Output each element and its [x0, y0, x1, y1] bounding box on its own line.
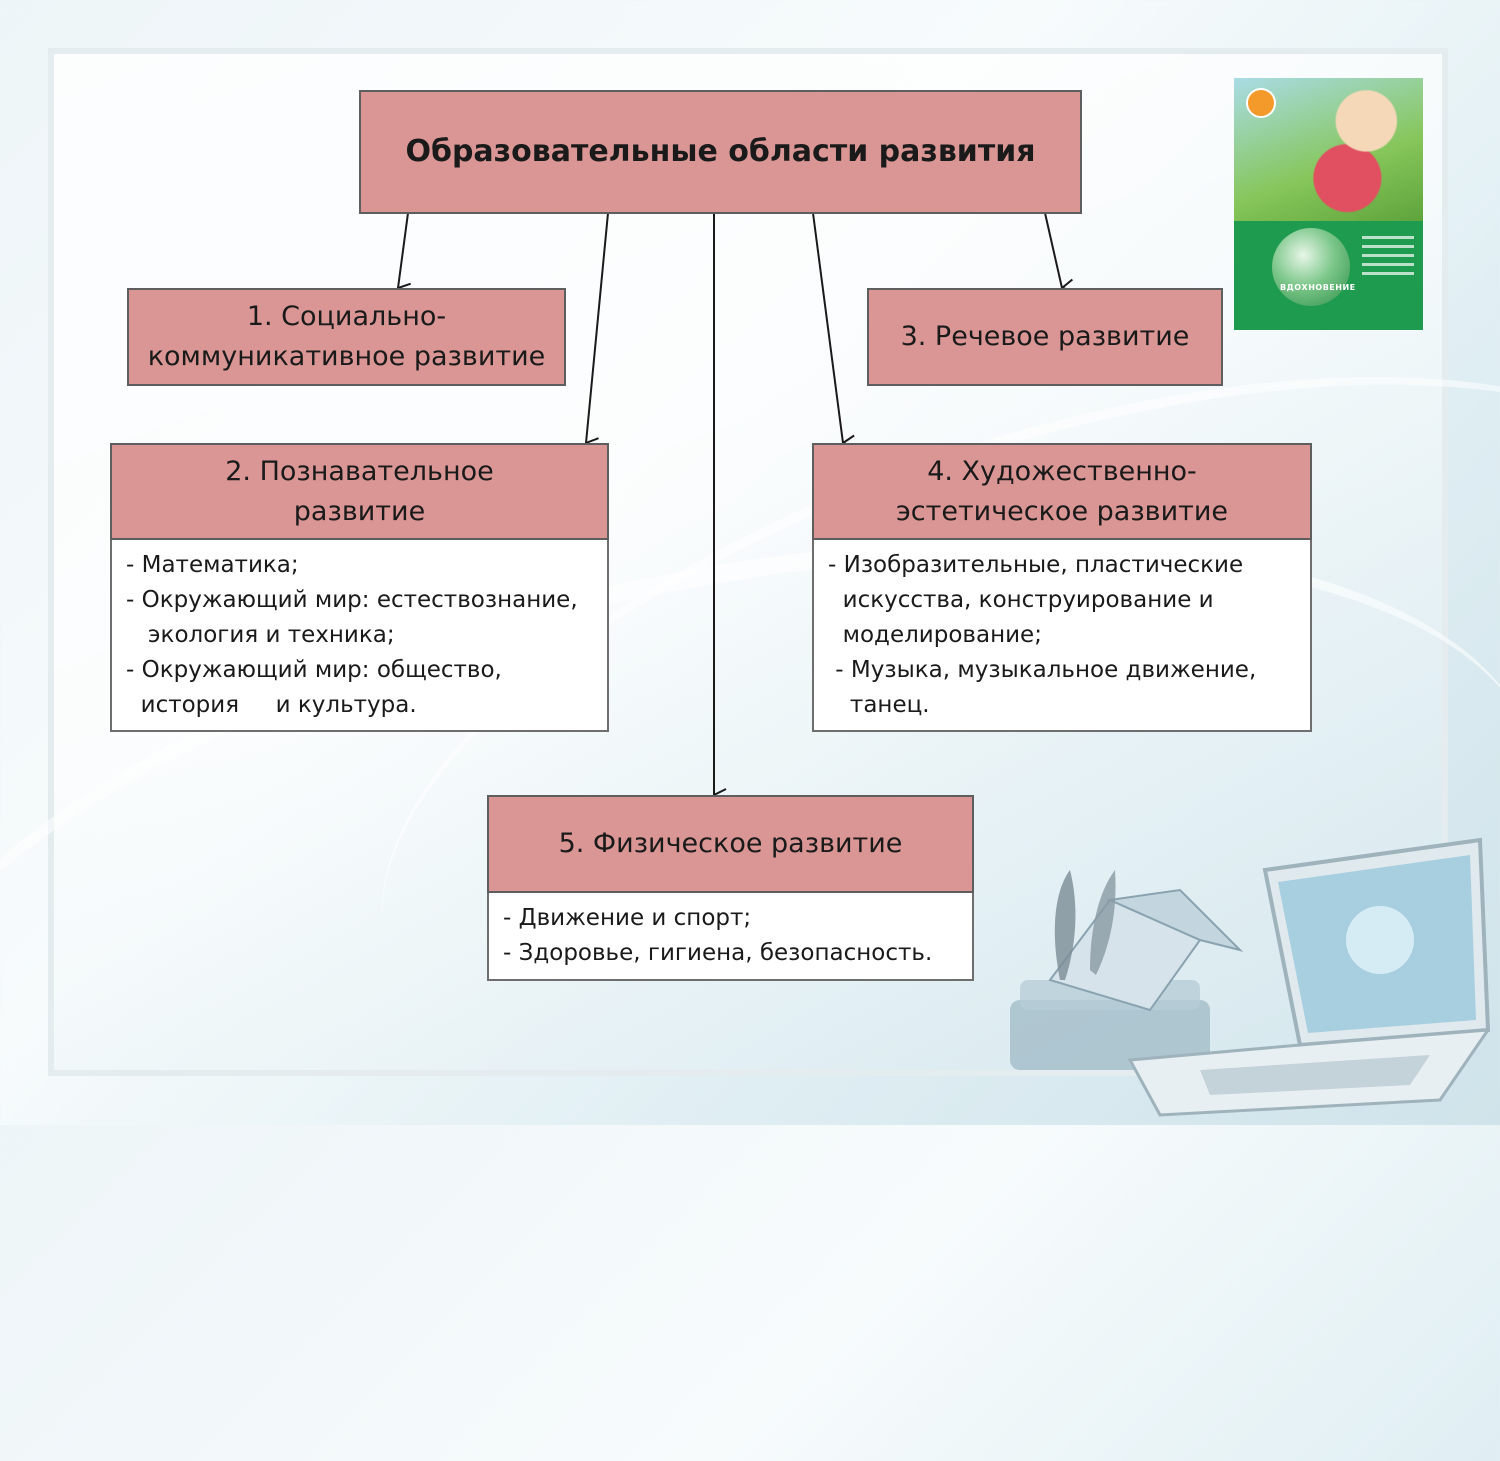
area-label: 4. Художественно- эстетическое развитие [895, 455, 1229, 527]
connector-arrows [0, 212, 1500, 1125]
book-stack-icon [1010, 888, 1244, 1070]
quill-pen-icon [1054, 870, 1116, 980]
area-label: 5. Физическое развитие [558, 828, 903, 859]
list-item: искусства, конструирование и [828, 587, 1214, 613]
laptop-icon [1127, 837, 1490, 1117]
cover-title: ВДОХНОВЕНИЕ [1280, 283, 1356, 292]
root-label: Образовательные области развития [405, 134, 1036, 169]
list-item: - Музыка, музыкальное движение, [828, 657, 1257, 683]
badge-icon [1246, 88, 1276, 118]
area-node-physical: 5. Физическое развитие [487, 795, 974, 893]
arrow-to-area-4 [812, 212, 843, 443]
area-label: 3. Речевое развитие [900, 321, 1190, 352]
arrow-to-area-2 [586, 212, 609, 443]
list-item: - Окружающий мир: общество, [126, 657, 502, 683]
cover-text-lines [1362, 236, 1414, 281]
arrow-to-area-3 [1044, 212, 1062, 288]
laptop-and-books-illustration [1010, 837, 1490, 1117]
list-item: - Окружающий мир: естествознание, [126, 587, 578, 613]
program-book-cover: ВДОХНОВЕНИЕ [1234, 78, 1423, 330]
root-node: Образовательные области развития [359, 90, 1082, 214]
area-label: 1. Социально- коммуникативное развитие [147, 301, 546, 372]
list-item: - Движение и спорт; [503, 905, 752, 931]
arrow-to-area-1 [398, 212, 408, 288]
leaf-emblem-icon [1272, 228, 1350, 306]
area-items-cognitive: - Математика; - Окружающий мир: естество… [110, 540, 609, 732]
area-node-artistic: 4. Художественно- эстетическое развитие [812, 443, 1312, 540]
list-item: моделирование; [828, 622, 1042, 648]
area-items-physical: - Движение и спорт; - Здоровье, гигиена,… [487, 893, 974, 981]
list-item: - Математика; [126, 552, 299, 578]
area-items-artistic: - Изобразительные, пластические искусств… [812, 540, 1312, 732]
area-node-cognitive: 2. Познавательное развитие [110, 443, 609, 540]
area-label: 2. Познавательное развитие [225, 455, 494, 527]
list-item: танец. [828, 692, 930, 718]
list-item: экология и техника; [126, 622, 395, 648]
area-node-speech: 3. Речевое развитие [867, 288, 1223, 386]
list-item: - Здоровье, гигиена, безопасность. [503, 940, 933, 966]
list-item: - Изобразительные, пластические [828, 552, 1244, 578]
area-node-social: 1. Социально- коммуникативное развитие [127, 288, 566, 386]
list-item: история и культура. [126, 692, 417, 718]
